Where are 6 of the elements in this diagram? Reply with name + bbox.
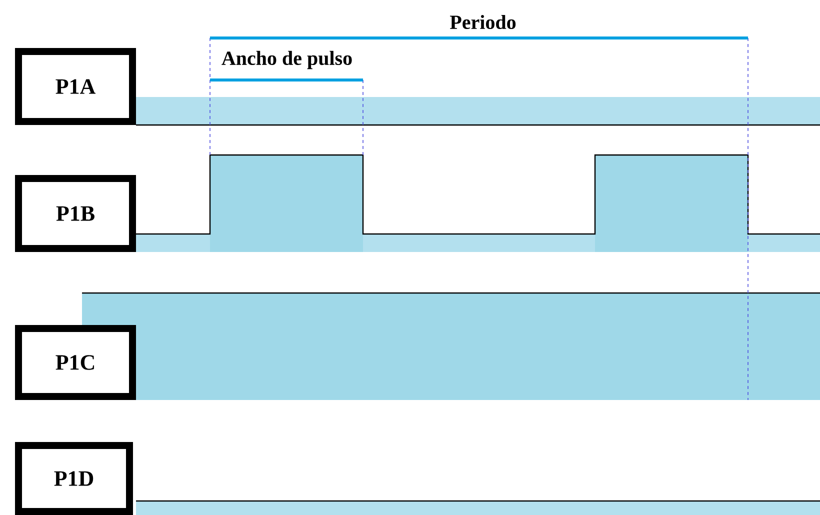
signal-box: P1C bbox=[15, 325, 136, 400]
signal-box: P1A bbox=[15, 48, 136, 125]
dimension-label: Periodo bbox=[450, 14, 516, 30]
signal-box: P1D bbox=[15, 442, 133, 515]
dimension-label: Ancho de pulso bbox=[222, 50, 352, 70]
signal-box: P1B bbox=[15, 175, 136, 252]
